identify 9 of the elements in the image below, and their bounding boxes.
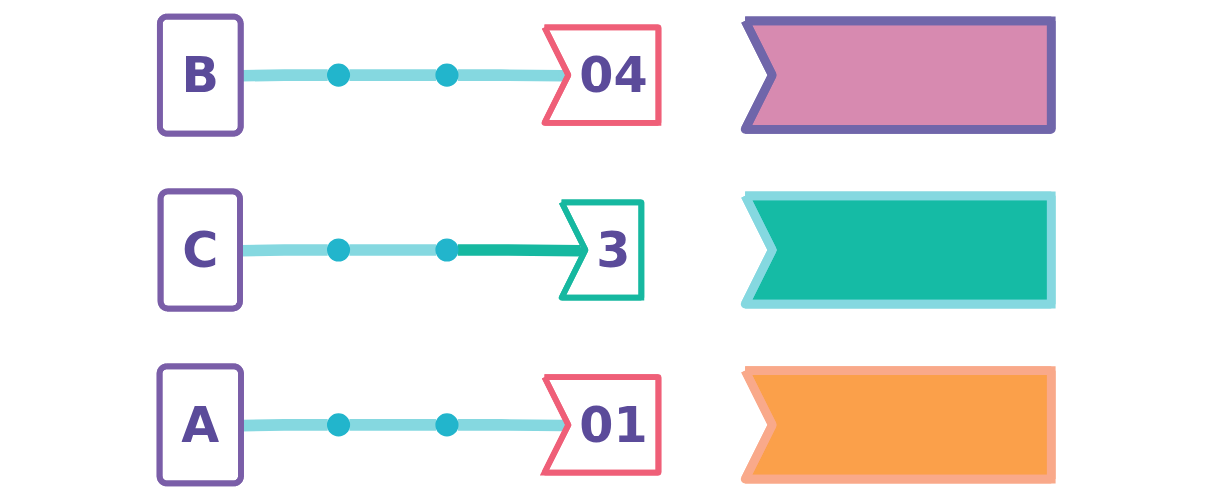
node-circle <box>326 238 350 262</box>
connector <box>348 244 436 256</box>
node-circle <box>326 63 350 87</box>
node-circle <box>326 413 350 437</box>
node-circle <box>434 63 459 87</box>
node-circle <box>434 413 459 437</box>
connector <box>348 69 436 81</box>
node-circle <box>434 238 459 262</box>
connector <box>348 419 436 431</box>
